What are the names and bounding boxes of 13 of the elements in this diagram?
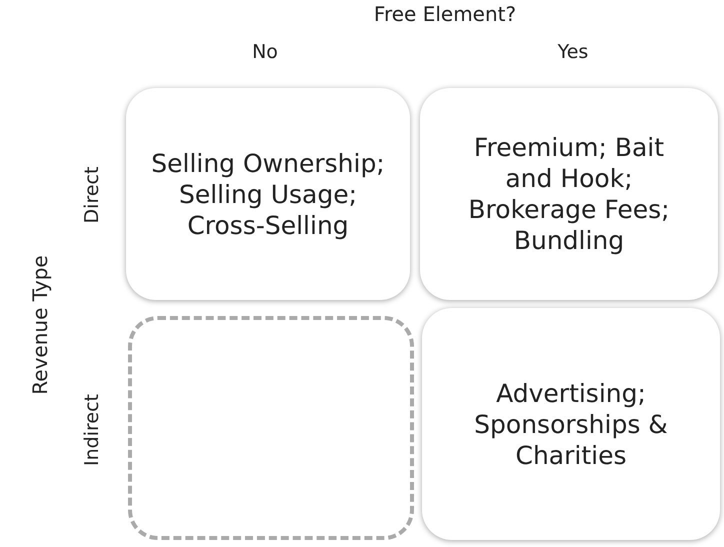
category-card [422,308,720,540]
category-text: Freemium; Bait and Hook; Brokerage Fees; Bundling [467,132,671,256]
axis-title: Revenue Type [28,255,52,395]
column-label: No [252,41,278,63]
axis-title: Free Element? [374,2,516,26]
category-text: Selling Ownership; Selling Usage; Cross-Selling [150,148,386,240]
category-card [126,88,410,300]
empty-dashed-box [128,316,414,540]
category-text: Advertising; Sponsorships & Charities [473,378,669,470]
row-label: Direct [81,166,103,224]
column-label: Yes [558,41,588,63]
category-card [420,88,718,300]
row-label: Indirect [81,394,103,466]
